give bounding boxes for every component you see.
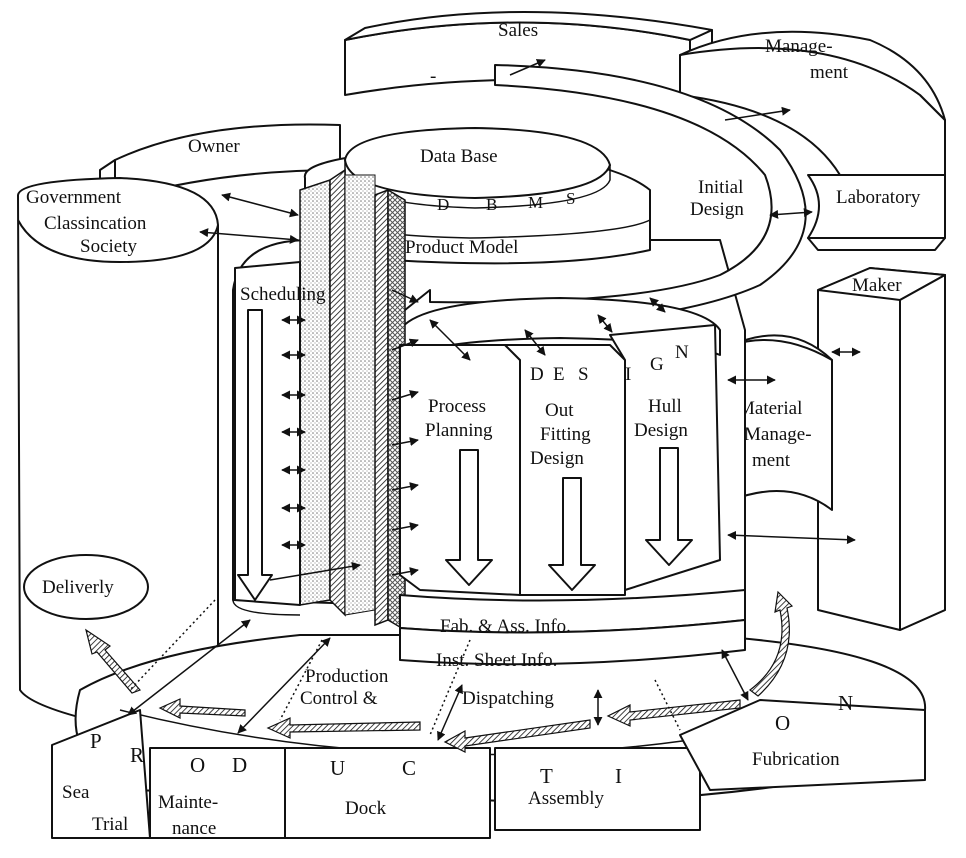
svg-text:T: T xyxy=(540,764,553,788)
maker-label: Maker xyxy=(852,275,902,296)
deliverly-node: Deliverly xyxy=(23,554,149,620)
dbms-b: B xyxy=(486,195,497,214)
hull-label-1: Hull xyxy=(648,396,682,417)
production-control-label-2: Control & xyxy=(300,688,378,709)
deliverly-label: Deliverly xyxy=(42,577,114,598)
material-label-3: ment xyxy=(752,450,791,471)
dock-block: Dock xyxy=(284,747,491,839)
design-letter-d: D xyxy=(530,364,544,385)
dbms-s: S xyxy=(566,189,575,208)
hull-label-2: Design xyxy=(634,420,688,441)
svg-text:N: N xyxy=(838,691,853,715)
scheduling-label: Scheduling xyxy=(240,284,326,305)
initial-design-label-1: Initial xyxy=(698,177,743,198)
laboratory-label: Laboratory xyxy=(836,187,921,208)
dbms-d: D xyxy=(437,195,449,214)
dispatching-label: Dispatching xyxy=(462,688,554,709)
svg-text:D: D xyxy=(232,753,247,777)
svg-text:-: - xyxy=(430,66,436,87)
data-base-label: Data Base xyxy=(420,146,498,167)
assembly-block: Assembly xyxy=(494,747,701,831)
process-planning-panel: Process Planning xyxy=(399,344,521,596)
svg-text:I: I xyxy=(615,764,622,788)
material-management-block: Material Manage- ment xyxy=(731,334,833,511)
process-label-1: Process xyxy=(428,396,486,417)
dock-label: Dock xyxy=(345,798,387,819)
core-side-arrows xyxy=(391,289,419,576)
design-letter-g: G xyxy=(650,354,664,375)
svg-text:O: O xyxy=(775,711,790,735)
svg-text:P: P xyxy=(90,729,102,753)
design-letter-e: E xyxy=(553,364,565,385)
government-label-1: Government xyxy=(26,187,122,208)
svg-text:U: U xyxy=(330,756,345,780)
initial-design-label-2: Design xyxy=(690,199,744,220)
product-model-label: Product Model xyxy=(405,237,518,258)
production-letters: P R O D U C T I O N xyxy=(90,691,853,788)
design-letter-i: I xyxy=(625,364,631,385)
hull-design-panel: I G N Hull Design xyxy=(609,324,721,591)
maintenance-label-2: nance xyxy=(172,818,216,839)
production-control-label-1: Production xyxy=(305,666,389,687)
material-label-2: Manage- xyxy=(744,424,812,445)
inst-sheet-label: Inst. Sheet Info. xyxy=(436,650,557,671)
svg-text:C: C xyxy=(402,756,416,780)
fubrication-block: Fubrication xyxy=(679,699,926,791)
sea-trial-label-1: Sea xyxy=(62,782,90,803)
material-label-1: Material xyxy=(738,398,802,419)
svg-text:R: R xyxy=(130,743,144,767)
scheduling-column: Scheduling xyxy=(234,261,326,606)
government-label-3: Society xyxy=(80,236,137,257)
dbms-m: M xyxy=(528,193,543,212)
info-rings: Fab. & Ass. Info. Inst. Sheet Info. xyxy=(399,589,746,671)
hatched-columns xyxy=(299,168,406,632)
outfit-label-2: Fitting xyxy=(540,424,591,445)
sales-label: Sales xyxy=(498,20,538,41)
management-label-2: ment xyxy=(810,62,849,83)
fab-ass-label: Fab. & Ass. Info. xyxy=(440,616,571,637)
assembly-label: Assembly xyxy=(528,788,605,809)
design-letter-s: S xyxy=(578,364,589,385)
process-label-2: Planning xyxy=(425,420,493,441)
design-letter-n: N xyxy=(675,342,689,363)
management-label-1: Manage- xyxy=(765,36,833,57)
fubrication-label: Fubrication xyxy=(752,749,840,770)
scheduling-arrows xyxy=(281,315,306,550)
design-ring xyxy=(399,297,721,361)
outfit-label-1: Out xyxy=(545,400,574,421)
management-block: Manage- ment xyxy=(679,30,946,176)
connector-arrows xyxy=(127,59,861,741)
svg-text:O: O xyxy=(190,753,205,777)
out-fitting-panel: D E S Out Fitting Design xyxy=(504,344,626,596)
maker-block: Maker xyxy=(817,267,946,631)
owner-label: Owner xyxy=(188,136,240,157)
maintenance-block: Mainte- nance xyxy=(149,747,286,839)
maintenance-label-1: Mainte- xyxy=(158,792,218,813)
government-label-2: Classincation xyxy=(44,213,147,234)
laboratory-block: Laboratory xyxy=(807,174,946,251)
sea-trial-label-2: Trial xyxy=(92,814,128,835)
outfit-label-3: Design xyxy=(530,448,584,469)
government-block: Government Classincation Society xyxy=(17,177,219,726)
